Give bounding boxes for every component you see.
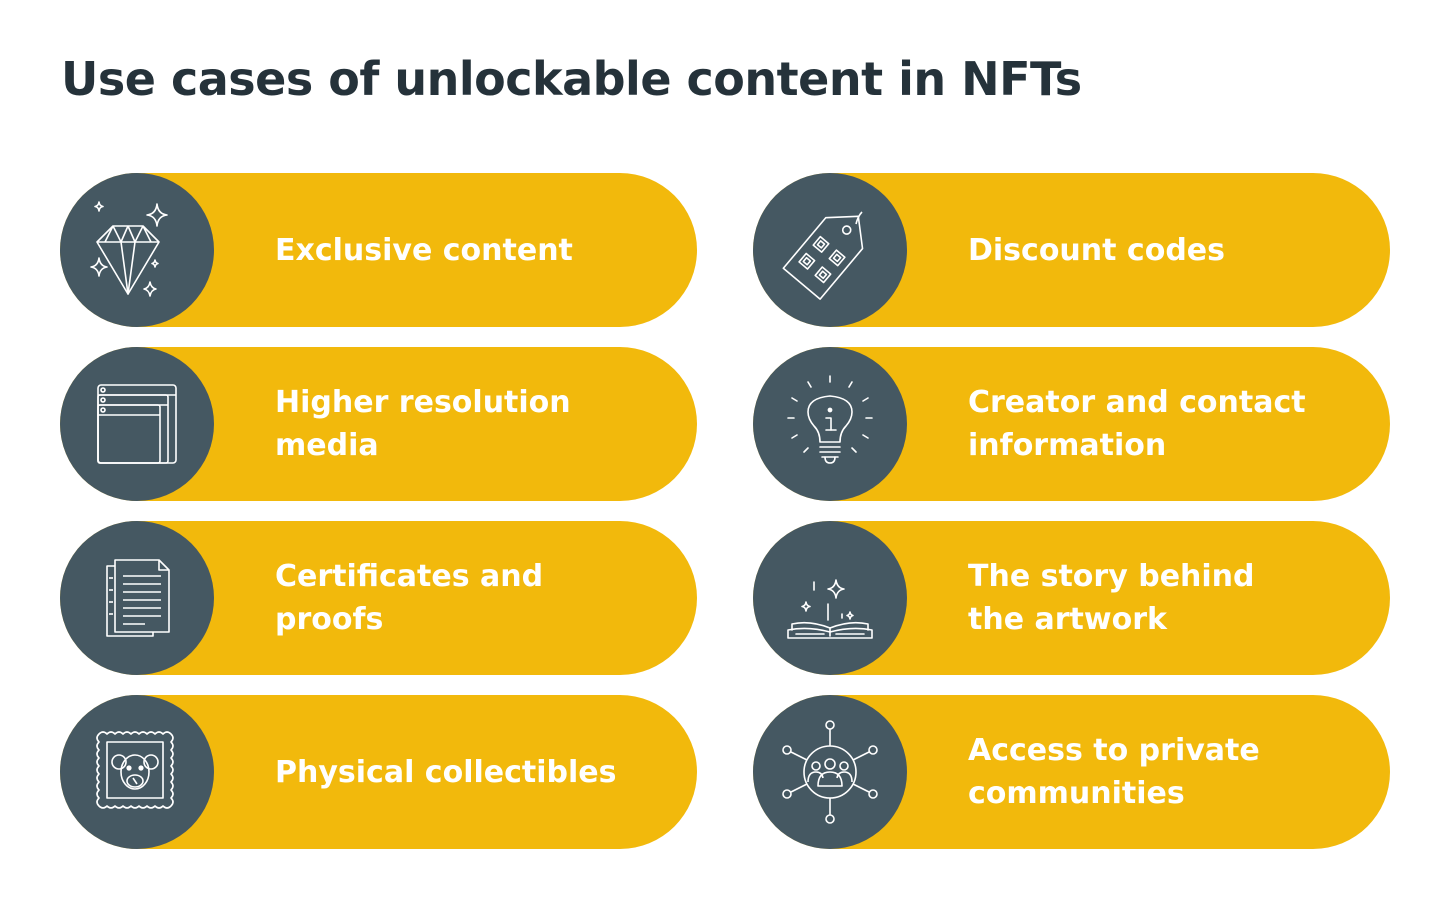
price-tag-icon <box>782 211 864 300</box>
icon-badge <box>753 521 907 675</box>
icon-badge <box>60 347 214 501</box>
lightbulb-info-icon <box>787 375 873 464</box>
stacked-windows-icon <box>97 384 177 464</box>
diamond-sparkle-icon <box>90 201 168 297</box>
icon-badge <box>753 347 907 501</box>
use-case-pill-physical-collectibles: Physical collectibles <box>60 695 697 849</box>
icon-badge <box>753 173 907 327</box>
use-case-label: Exclusive content <box>275 232 573 268</box>
use-case-pill-creator-contact-info: Creator and contact information <box>753 347 1390 501</box>
use-case-label: Creator and contact information <box>968 385 1306 463</box>
use-case-label: Physical collectibles <box>275 754 617 790</box>
use-case-pill-exclusive-content: Exclusive content <box>60 173 697 327</box>
use-case-pill-discount-codes: Discount codes <box>753 173 1390 327</box>
documents-icon <box>106 559 170 637</box>
page-title: Use cases of unlockable content in NFTs <box>61 52 1082 106</box>
use-case-label: The story behind the artwork <box>968 559 1255 637</box>
use-case-pill-private-communities: Access to private communities <box>753 695 1390 849</box>
use-case-label: Higher resolution media <box>275 385 571 463</box>
use-case-label: Discount codes <box>968 232 1226 268</box>
stamp-monkey-icon <box>96 731 174 809</box>
use-case-pill-story-behind-artwork: The story behind the artwork <box>753 521 1390 675</box>
use-case-pill-certificates-proofs: Certificates and proofs <box>60 521 697 675</box>
community-network-icon <box>782 720 878 824</box>
open-book-sparkle-icon <box>787 579 873 639</box>
icon-badge <box>60 173 214 327</box>
icon-badge <box>60 695 214 849</box>
use-case-label: Access to private communities <box>968 733 1260 811</box>
icon-badge <box>60 521 214 675</box>
use-case-pill-higher-resolution-media: Higher resolution media <box>60 347 697 501</box>
use-case-label: Certificates and proofs <box>275 559 544 637</box>
icon-badge <box>753 695 907 849</box>
